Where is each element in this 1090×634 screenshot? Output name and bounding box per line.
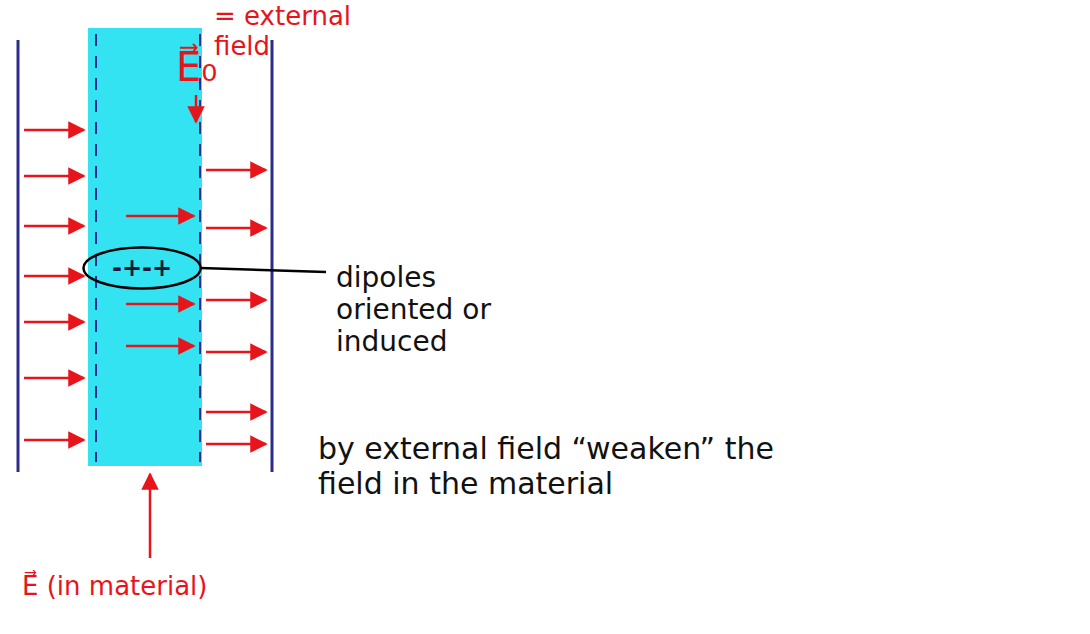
right-plate: [271, 40, 274, 472]
note-text: by external field “weaken” the field in …: [318, 432, 798, 501]
field-arrow: [149, 474, 152, 558]
leader-line: [200, 268, 326, 272]
field-arrow: [206, 169, 266, 172]
field-symbol: E⃗₀: [176, 44, 217, 90]
dipole-ellipse: -+-+: [82, 246, 202, 290]
note-text: dipoles oriented or induced: [336, 262, 516, 359]
field-lines: [24, 95, 266, 558]
field-arrow: [24, 129, 84, 132]
dipole-charges: -+-+: [112, 254, 172, 282]
field-label: = external field: [214, 2, 364, 62]
field-arrow: [24, 175, 84, 178]
field-arrow: [24, 275, 84, 278]
field-arrow: [206, 299, 266, 302]
field-arrow: [24, 225, 84, 228]
field-arrow: [195, 95, 198, 122]
field-arrow: [126, 345, 194, 348]
field-arrow: [206, 227, 266, 230]
field-arrow: [206, 443, 266, 446]
field-arrow: [24, 321, 84, 324]
field-arrow: [24, 377, 84, 380]
surface-charge-left: [95, 34, 97, 462]
field-arrow: [206, 351, 266, 354]
surface-charge-right: [199, 34, 201, 462]
field-arrow: [126, 303, 194, 306]
left-plate: [17, 40, 20, 472]
field-label: E⃗ (in material): [22, 572, 207, 602]
ellipse-shape: [83, 248, 200, 289]
field-arrow: [126, 215, 194, 218]
field-arrow: [206, 411, 266, 414]
field-arrow: [24, 439, 84, 442]
